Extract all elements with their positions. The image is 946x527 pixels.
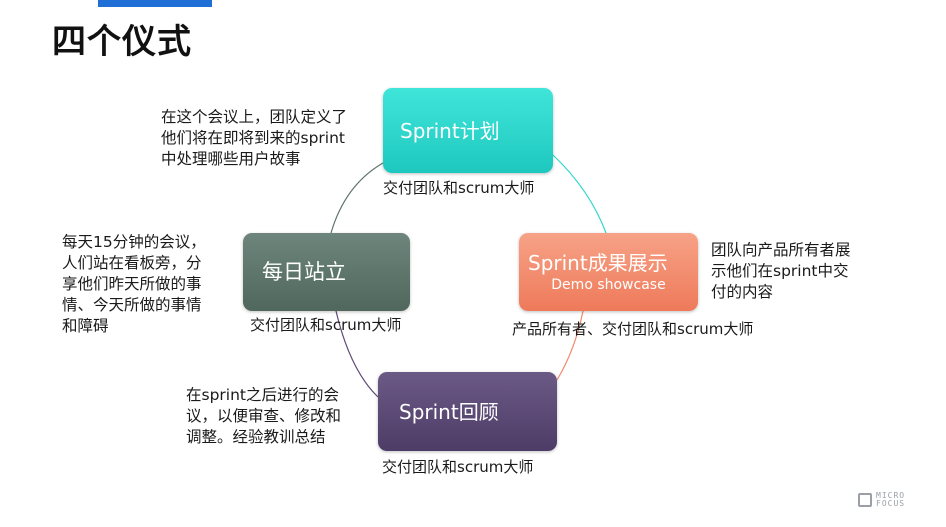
standup-description: 每天15分钟的会议， 人们站在看板旁，分 享他们昨天所做的事 情、今天所做的事情…	[62, 232, 206, 337]
planning-roles: 交付团队和scrum大师	[383, 179, 535, 197]
ring-arc-retro-standup	[335, 310, 379, 398]
logo-text-line: FOCUS	[876, 499, 906, 508]
planning-description: 在这个会议上，团队定义了 他们将在即将到来的sprint 中处理哪些用户故事	[161, 107, 347, 170]
ring-arc-review-retro	[556, 310, 584, 381]
retro-description: 在sprint之后进行的会 议，以便审查、修改和 调整。经验教训总结	[186, 385, 341, 448]
planning-box: Sprint计划	[383, 88, 553, 173]
retro-box: Sprint回顾	[378, 372, 557, 451]
logo-text: MICRO FOCUS	[876, 492, 905, 508]
planning-label: Sprint计划	[400, 118, 500, 143]
standup-description-line: 和障碍	[62, 317, 109, 335]
retro-description-line: 议，以便审查、修改和	[186, 407, 342, 425]
planning-description-line: 他们将在即将到来的sprint	[161, 129, 345, 147]
review-box: Sprint成果展示 Demo showcase	[519, 233, 698, 311]
ring-arc-planning-review	[552, 154, 607, 234]
micro-focus-logo: MICRO FOCUS	[858, 492, 905, 508]
top-accent-bar	[98, 0, 212, 7]
review-description-line: 示他们在sprint中交	[711, 262, 849, 280]
retro-roles: 交付团队和scrum大师	[382, 458, 534, 476]
retro-description-line: 在sprint之后进行的会	[186, 386, 339, 404]
slide-title: 四个仪式	[52, 22, 192, 62]
standup-description-line: 享他们昨天所做的事	[62, 275, 202, 293]
planning-description-line: 中处理哪些用户故事	[161, 150, 301, 168]
logo-text-line: MICRO	[876, 491, 906, 500]
standup-description-line: 每天15分钟的会议，	[62, 233, 206, 251]
retro-description-line: 调整。经验教训总结	[186, 428, 326, 446]
review-description-line: 付的内容	[711, 283, 774, 301]
review-sublabel: Demo showcase	[551, 277, 666, 293]
standup-description-line: 情、今天所做的事情	[62, 296, 202, 314]
review-description: 团队向产品所有者展 示他们在sprint中交 付的内容	[711, 240, 851, 303]
logo-mark-icon	[858, 493, 872, 507]
review-description-line: 团队向产品所有者展	[711, 241, 851, 259]
review-roles: 产品所有者、交付团队和scrum大师	[512, 320, 754, 338]
standup-description-line: 人们站在看板旁，分	[62, 254, 202, 272]
retro-label: Sprint回顾	[399, 399, 499, 424]
standup-box: 每日站立	[243, 233, 410, 311]
planning-description-line: 在这个会议上，团队定义了	[161, 108, 348, 126]
standup-roles: 交付团队和scrum大师	[250, 316, 402, 334]
review-label: Sprint成果展示	[528, 251, 668, 275]
ring-arc-standup-planning	[330, 162, 384, 234]
standup-label: 每日站立	[262, 260, 346, 284]
